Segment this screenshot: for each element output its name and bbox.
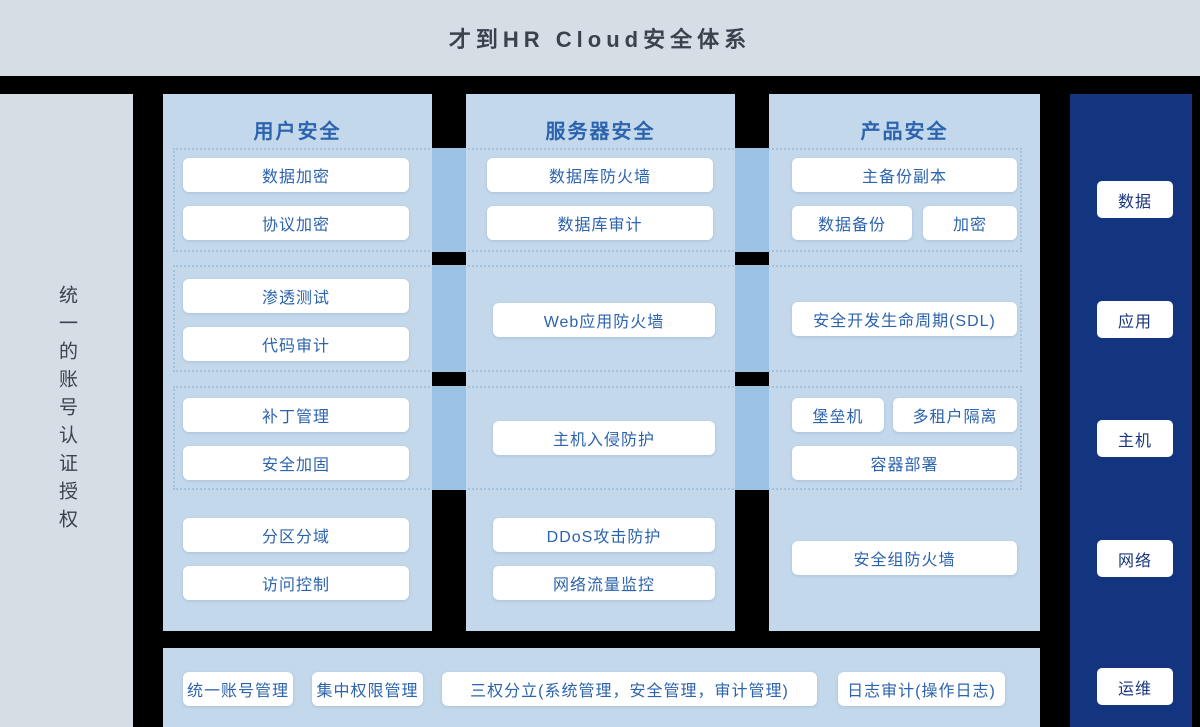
column-title-server-security: 服务器安全 (545, 121, 656, 143)
chip-database-firewall: 数据库防火墙 (487, 158, 713, 192)
column-title-product-security: 产品安全 (860, 121, 949, 143)
chip-data-encryption: 数据加密 (183, 158, 409, 192)
chip-host-intrusion-protection: 主机入侵防护 (493, 421, 715, 455)
page-title: 才到HR Cloud安全体系 (448, 27, 752, 52)
chip-penetration-test: 渗透测试 (183, 279, 409, 313)
connector-row2-gap2 (735, 265, 769, 372)
column-title-user-security: 用户安全 (253, 121, 342, 143)
group-row-data-layer (173, 148, 1022, 252)
chip-multi-tenant-isolation: 多租户隔离 (893, 398, 1017, 432)
chip-protocol-encryption: 协议加密 (183, 206, 409, 240)
chip-bastion-host: 堡垒机 (792, 398, 884, 432)
chip-encryption: 加密 (923, 206, 1017, 240)
group-row-application-layer (173, 265, 1022, 372)
left-sidebar: 统一的账号认证授权 (0, 94, 133, 727)
rail-chip-application: 应用 (1097, 301, 1173, 338)
connector-row2-gap1 (432, 265, 466, 372)
chip-separation-of-powers: 三权分立(系统管理，安全管理，审计管理) (442, 672, 817, 706)
chip-partition-zoning: 分区分域 (183, 518, 409, 552)
rail-chip-network: 网络 (1097, 540, 1173, 577)
connector-row1-gap1 (432, 148, 466, 252)
left-sidebar-label: 统一的账号认证授权 (56, 284, 77, 537)
chip-code-audit: 代码审计 (183, 327, 409, 361)
chip-log-audit: 日志审计(操作日志) (838, 672, 1005, 706)
rail-chip-operations: 运维 (1097, 668, 1173, 705)
chip-patch-management: 补丁管理 (183, 398, 409, 432)
chip-unified-account-management: 统一账号管理 (183, 672, 293, 706)
chip-ddos-protection: DDoS攻击防护 (493, 518, 715, 552)
chip-network-traffic-monitoring: 网络流量监控 (493, 566, 715, 600)
connector-row3-gap1 (432, 386, 466, 490)
group-row-host-layer (173, 386, 1022, 490)
chip-container-deployment: 容器部署 (792, 446, 1017, 480)
chip-access-control: 访问控制 (183, 566, 409, 600)
chip-centralized-permission-management: 集中权限管理 (312, 672, 423, 706)
header-bar: 才到HR Cloud安全体系 (0, 0, 1200, 76)
chip-sdl: 安全开发生命周期(SDL) (792, 302, 1017, 336)
chip-data-backup: 数据备份 (792, 206, 912, 240)
connector-row3-gap2 (735, 386, 769, 490)
rail-chip-host: 主机 (1097, 420, 1173, 457)
chip-security-group-firewall: 安全组防火墙 (792, 541, 1017, 575)
chip-security-hardening: 安全加固 (183, 446, 409, 480)
chip-web-application-firewall: Web应用防火墙 (493, 303, 715, 337)
chip-database-audit: 数据库审计 (487, 206, 713, 240)
rail-chip-data: 数据 (1097, 181, 1173, 218)
chip-primary-backup-replica: 主备份副本 (792, 158, 1017, 192)
connector-row1-gap2 (735, 148, 769, 252)
